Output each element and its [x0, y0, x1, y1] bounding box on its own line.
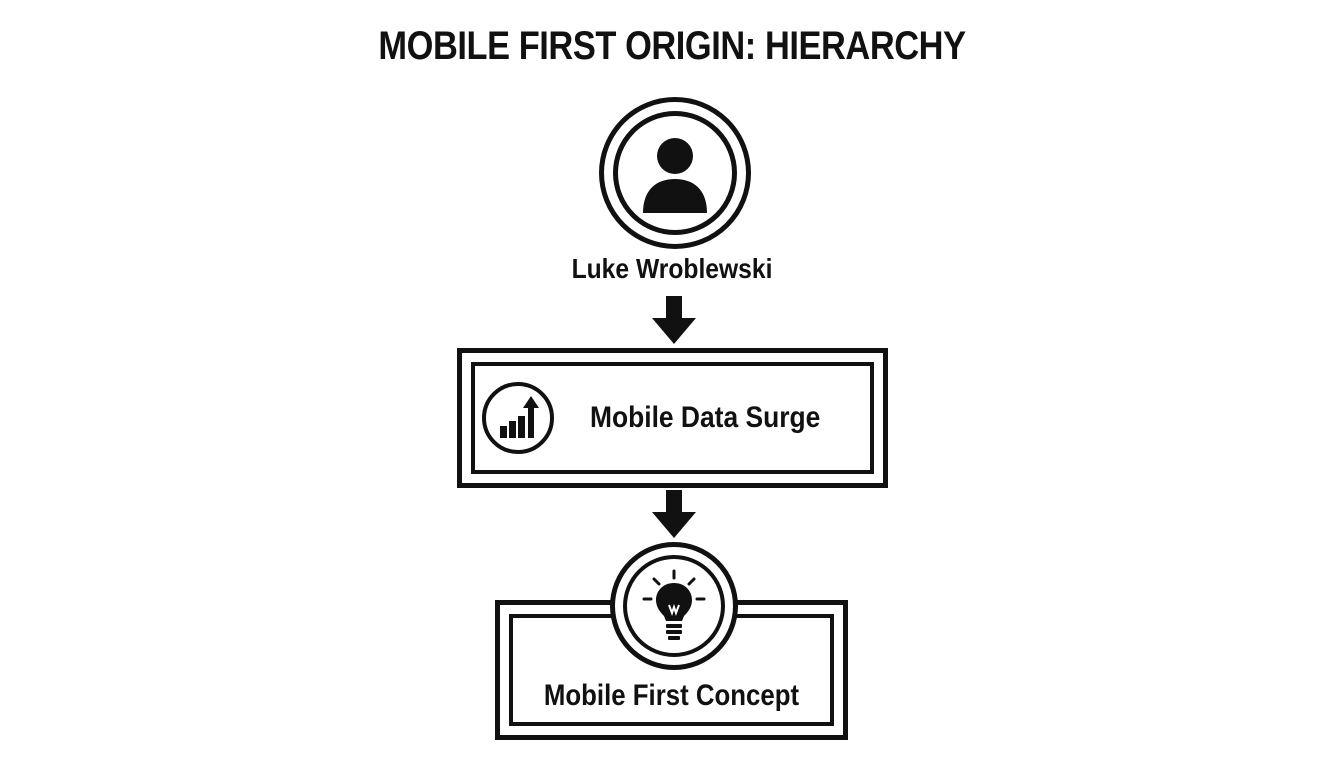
arrow-person-to-surge — [652, 296, 696, 344]
lightbulb-icon-ring — [610, 542, 738, 670]
surge-node-inner-border — [471, 362, 874, 474]
concept-node-label: Mobile First Concept — [543, 679, 800, 712]
person-node-ring — [599, 97, 751, 249]
arrow-surge-to-concept — [652, 490, 696, 538]
person-icon — [643, 138, 707, 213]
diagram-title: MOBILE FIRST ORIGIN: HIERARCHY — [378, 24, 966, 68]
surge-node-label: Mobile Data Surge — [590, 401, 821, 434]
surge-node: Mobile Data Surge — [457, 348, 888, 488]
person-node-label: Luke Wroblewski — [571, 253, 773, 284]
lightbulb-icon — [642, 569, 706, 640]
growth-chart-icon-ring — [482, 382, 554, 454]
growth-chart-icon — [500, 396, 539, 438]
